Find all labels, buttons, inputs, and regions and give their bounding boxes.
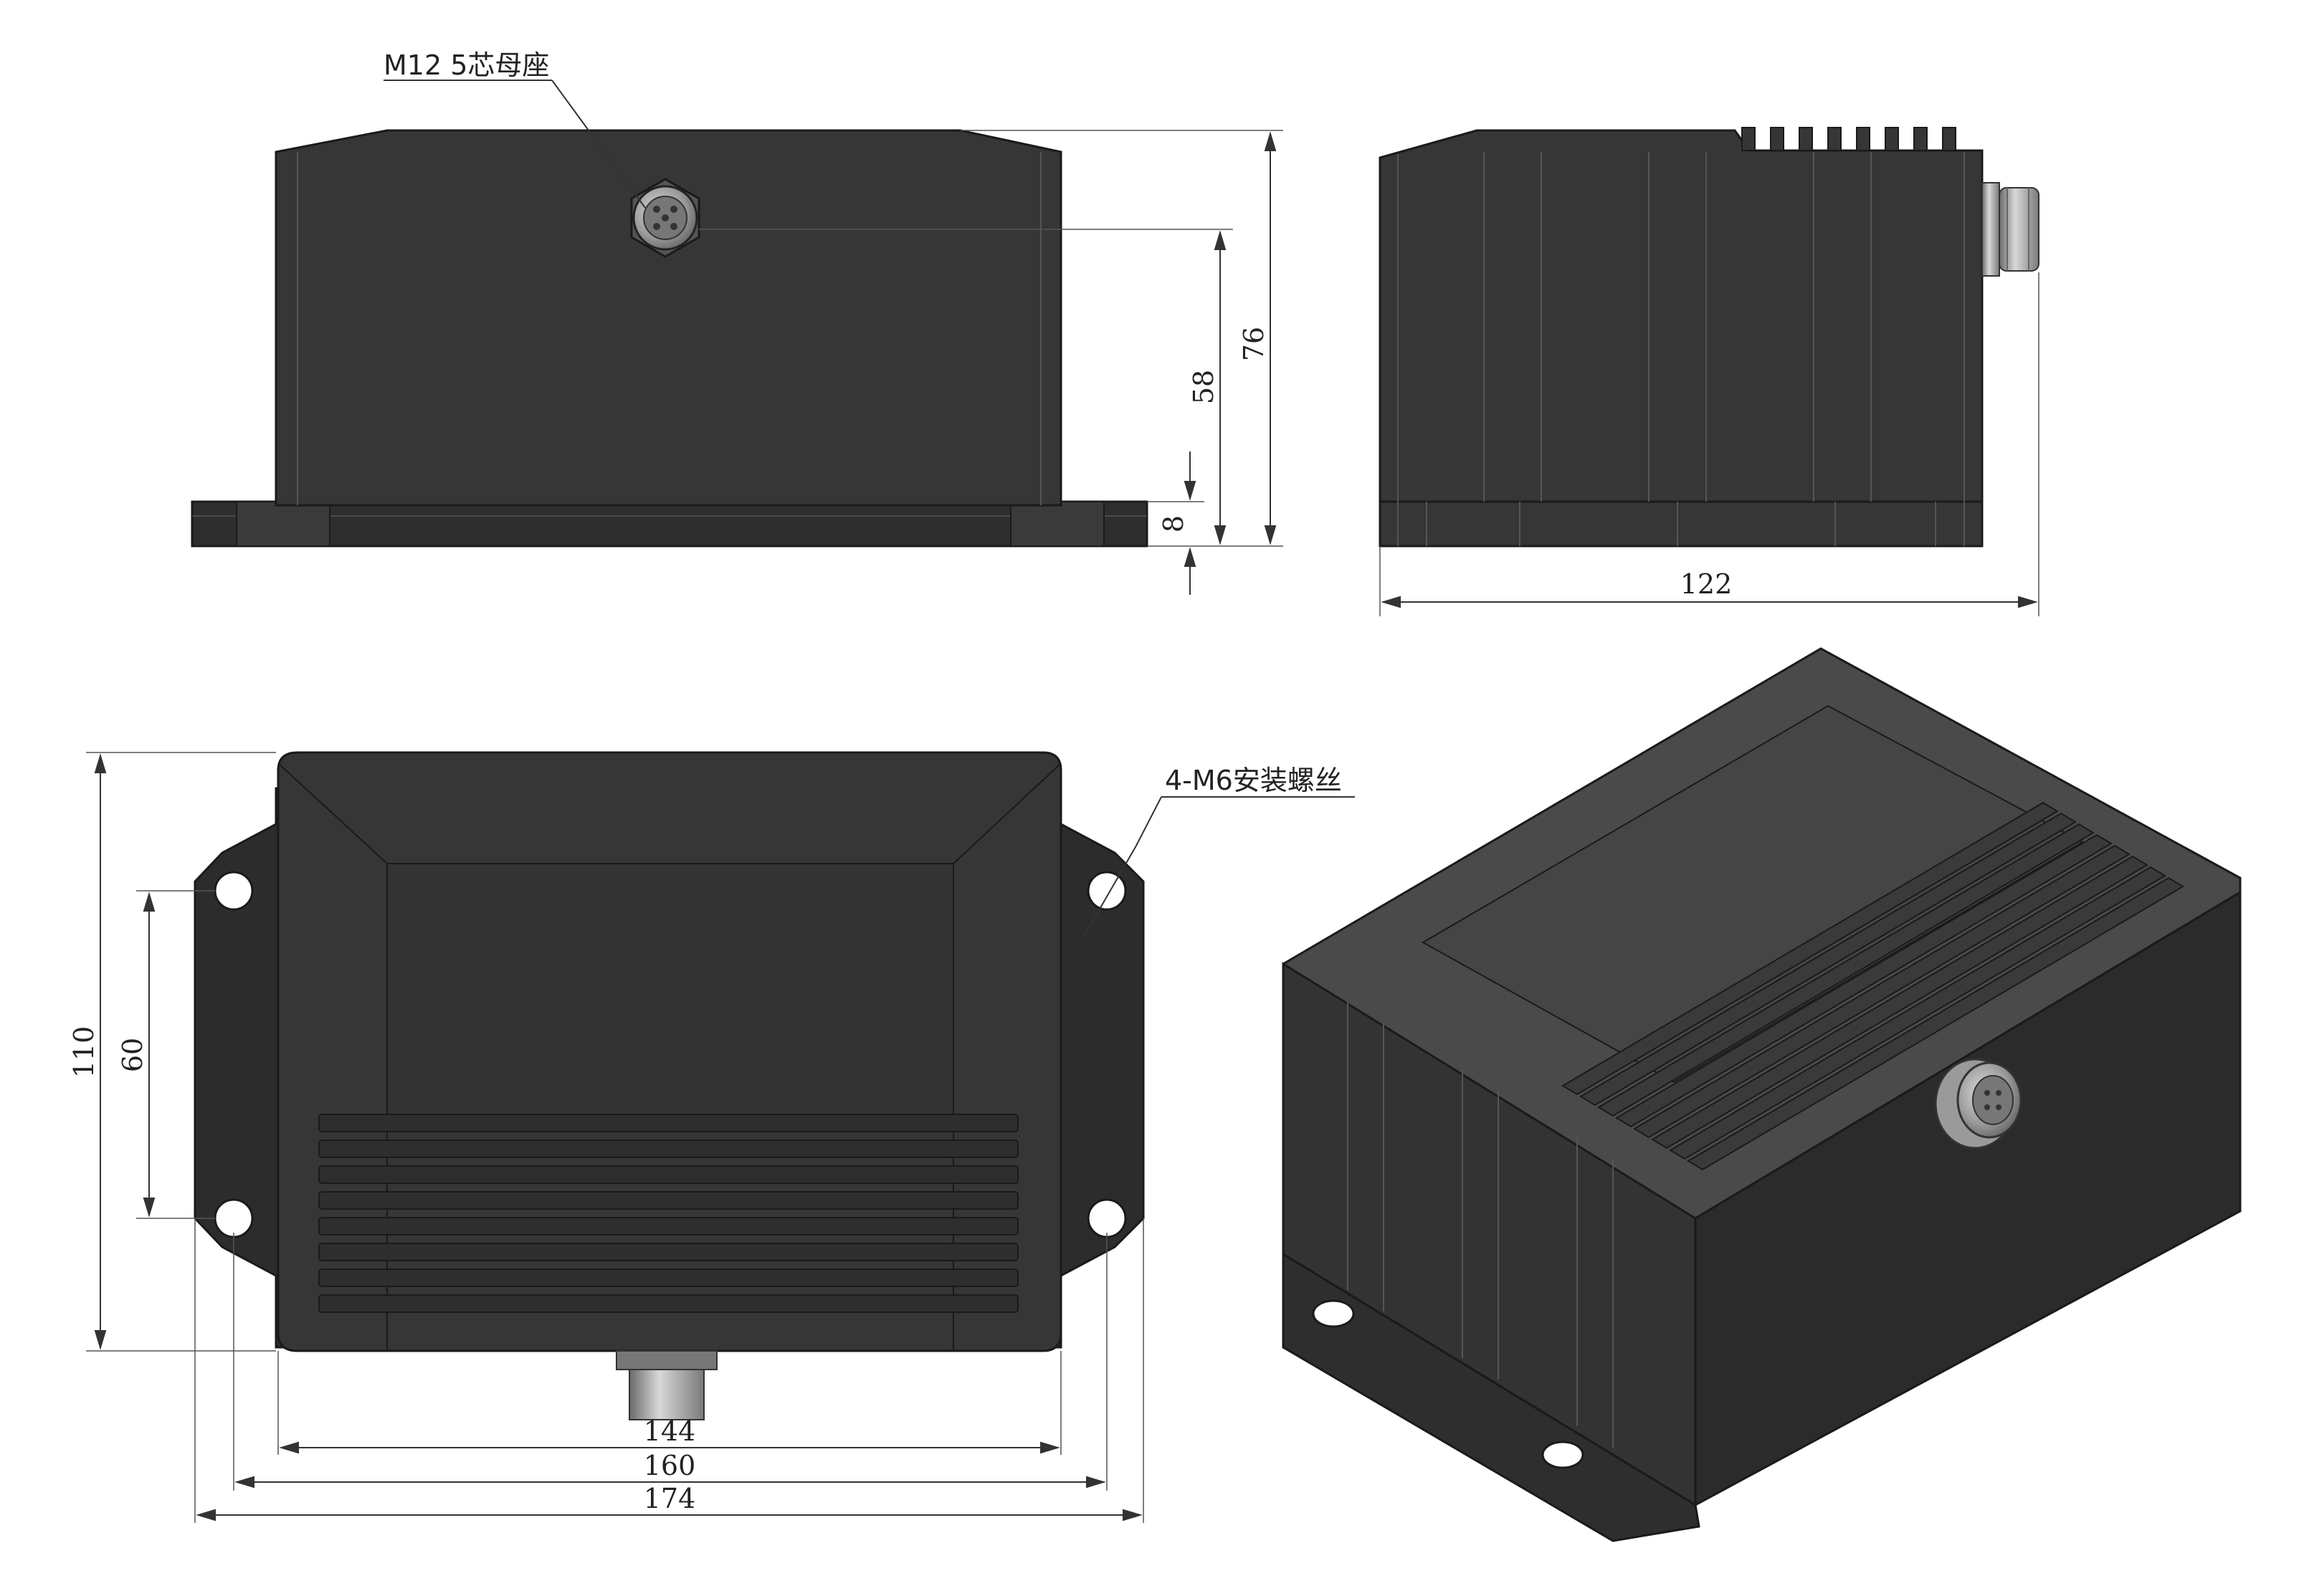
side-view-body xyxy=(1379,129,1984,548)
dim-depth: 122 xyxy=(1680,568,1733,600)
iso-flange xyxy=(1282,1252,1700,1542)
front-view-connector xyxy=(630,178,700,258)
dim-width-base: 110 xyxy=(68,1026,100,1079)
front-view-flange xyxy=(191,500,1148,548)
dim-height-connector: 58 xyxy=(1188,370,1219,404)
dim-flange-thickness: 8 xyxy=(1158,515,1189,532)
side-view-connector xyxy=(1981,182,2039,277)
connector-callout: M12 5芯母座 xyxy=(384,49,549,81)
side-view-fins xyxy=(1741,127,1956,151)
iso-fins xyxy=(1561,801,2184,1171)
dim-width-160: 160 xyxy=(644,1450,696,1481)
dim-width-144: 144 xyxy=(644,1415,696,1447)
top-view-fins xyxy=(318,1114,1019,1313)
dim-height-total: 76 xyxy=(1238,327,1270,361)
dim-hole-spacing: 60 xyxy=(117,1038,148,1072)
top-view: 4-M6安装螺丝 110 60 144 160 174 xyxy=(68,751,1355,1523)
dim-width-174: 174 xyxy=(644,1483,696,1514)
side-view: 122 xyxy=(1379,127,2039,616)
front-view: M12 5芯母座 76 58 8 xyxy=(191,49,1283,595)
mounting-screws-callout: 4-M6安装螺丝 xyxy=(1165,765,1342,796)
iso-right-face xyxy=(1694,890,2242,1507)
front-view-body xyxy=(275,129,1062,507)
isometric-view xyxy=(1282,647,2242,1542)
iso-connector xyxy=(1934,1058,2022,1150)
top-view-connector xyxy=(616,1350,718,1420)
